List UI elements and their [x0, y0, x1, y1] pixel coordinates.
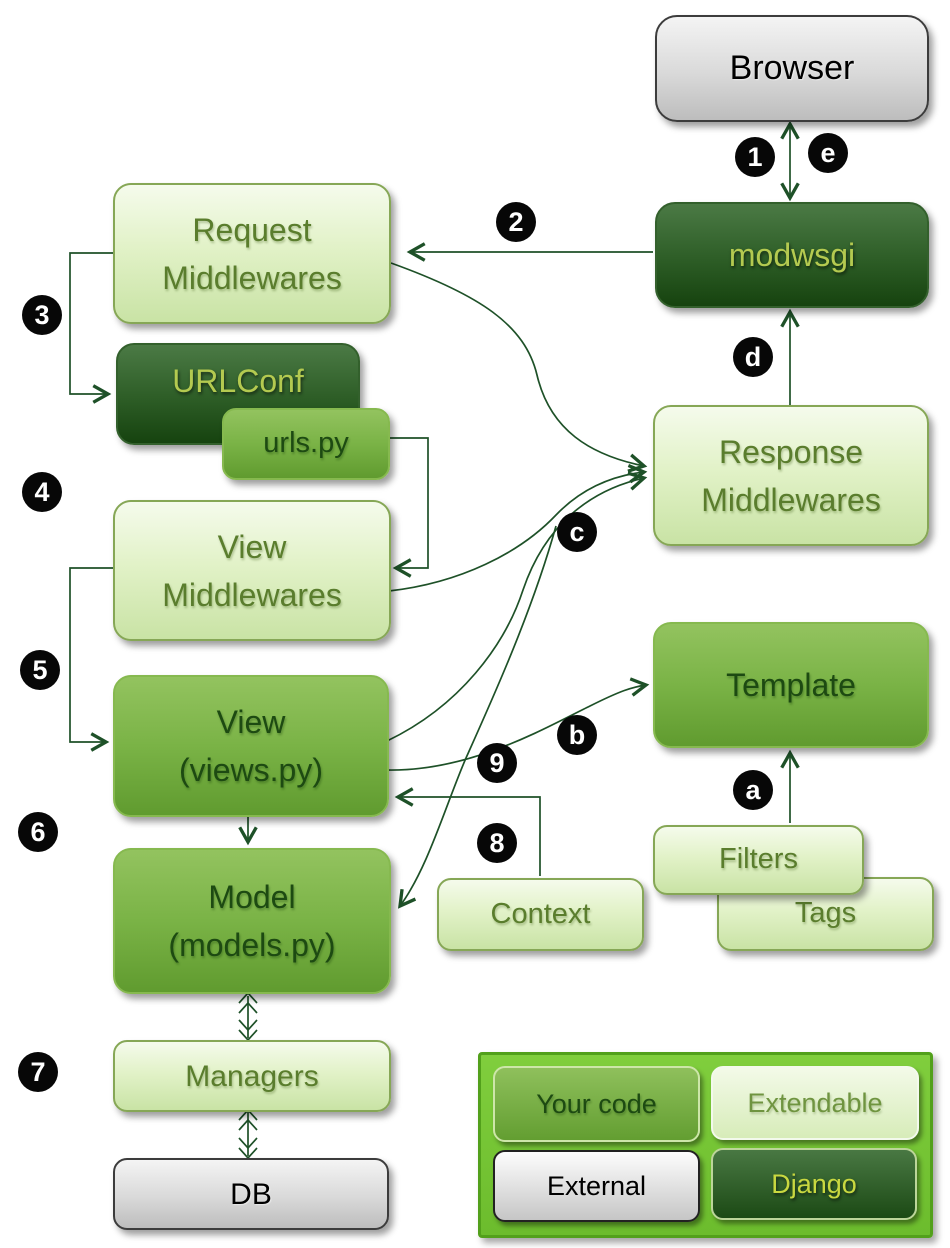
node-urlconf-label: URLConf	[172, 363, 304, 399]
legend-your-code-label: Your code	[536, 1088, 657, 1119]
node-request-middlewares-line1: Request	[192, 211, 312, 248]
legend-external: External	[493, 1150, 700, 1222]
node-browser: Browser	[655, 15, 929, 122]
node-managers: Managers	[113, 1040, 391, 1112]
step-marker-5: 5	[20, 650, 60, 690]
double-arrow-model-managers	[238, 991, 258, 1042]
node-context-label: Context	[490, 897, 591, 930]
legend-django: Django	[711, 1148, 917, 1220]
node-urls-py-label: urls.py	[263, 427, 349, 460]
legend-your-code: Your code	[493, 1066, 700, 1142]
curve-view-to-response-middlewares	[386, 471, 648, 742]
curve-view-middlewares-to-response-middlewares	[388, 463, 648, 592]
node-view-middlewares-line1: View	[217, 528, 287, 565]
node-filters: Filters	[653, 825, 864, 895]
double-arrow-managers-db	[238, 1108, 258, 1160]
step-marker-4: 4	[22, 472, 62, 512]
step-marker-2: 2	[496, 202, 536, 242]
node-tags-label: Tags	[794, 897, 857, 930]
step-marker-a: a	[733, 770, 773, 810]
legend-django-label: Django	[771, 1168, 857, 1199]
legend-extendable: Extendable	[711, 1066, 919, 1140]
node-urls-py: urls.py	[222, 408, 390, 480]
step-marker-e: e	[808, 133, 848, 173]
node-modwsgi: modwsgi	[655, 202, 929, 308]
step-marker-9: 9	[477, 743, 517, 783]
node-view-middlewares: View Middlewares	[113, 500, 391, 641]
legend-external-label: External	[546, 1170, 647, 1201]
node-model-line2: (models.py)	[168, 927, 336, 963]
node-model: Model (models.py)	[113, 848, 391, 994]
node-context: Context	[437, 878, 644, 951]
step-marker-d: d	[733, 337, 773, 377]
node-view-line1: View	[216, 704, 286, 740]
step-marker-b: b	[557, 715, 597, 755]
node-db: DB	[113, 1158, 389, 1230]
step-marker-1: 1	[735, 137, 775, 177]
node-modwsgi-label: modwsgi	[728, 237, 856, 273]
step-marker-c: c	[557, 512, 597, 552]
node-response-middlewares-line1: Response	[718, 433, 864, 470]
elbow-urlspy-to-view-middlewares	[386, 437, 429, 578]
node-request-middlewares-line2: Middlewares	[162, 259, 342, 296]
step-marker-7: 7	[18, 1052, 58, 1092]
node-response-middlewares-line2: Middlewares	[701, 481, 881, 518]
step-marker-8: 8	[477, 823, 517, 863]
node-filters-label: Filters	[719, 843, 798, 876]
step-marker-3: 3	[22, 295, 62, 335]
elbow-request-middlewares-to-urlconf	[69, 252, 113, 404]
node-managers-label: Managers	[185, 1059, 319, 1093]
node-template: Template	[653, 622, 929, 748]
node-view-line2: (views.py)	[178, 752, 323, 788]
node-response-middlewares: Response Middlewares	[653, 405, 929, 546]
node-template-label: Template	[726, 667, 856, 703]
curve-context-to-model	[397, 525, 557, 909]
curve-request-middlewares-to-response-middlewares	[390, 262, 648, 473]
node-browser-label: Browser	[729, 49, 855, 87]
node-db-label: DB	[230, 1177, 272, 1211]
node-view: View (views.py)	[113, 675, 389, 817]
legend-panel: Your code Extendable External Django	[478, 1052, 933, 1238]
legend-extendable-label: Extendable	[747, 1087, 883, 1118]
node-model-line1: Model	[208, 879, 296, 915]
step-marker-6: 6	[18, 812, 58, 852]
node-request-middlewares: Request Middlewares	[113, 183, 391, 324]
elbow-context-to-view	[394, 787, 541, 876]
elbow-view-middlewares-to-view	[69, 567, 113, 752]
node-view-middlewares-line2: Middlewares	[162, 576, 342, 613]
